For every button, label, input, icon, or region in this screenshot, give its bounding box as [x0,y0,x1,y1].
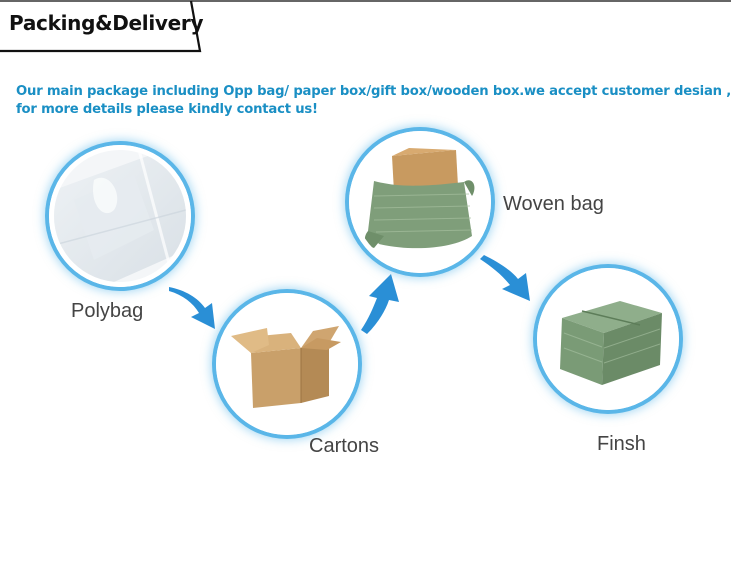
woven-bag-label: Woven bag [503,193,604,215]
finish-label: Finsh [597,433,646,455]
carton-box-photo-icon [221,298,353,430]
woven-bag-photo-icon [354,136,486,268]
arrow-down-right-icon [169,287,215,329]
intro-line-2: for more details please kindly contact u… [16,102,318,117]
cartons-label: Cartons [309,435,380,457]
finished-package-photo-icon [542,273,674,405]
header-tab [0,0,731,53]
finished-package-image [537,268,679,410]
arrow-up-right-icon [361,274,399,334]
woven-bag-image [349,131,491,273]
polybag-image [49,145,191,287]
section-title: Packing&Delivery [9,11,204,35]
polybag-label: Polybag [71,300,144,322]
cartons-image [216,293,358,435]
arrow-down-right-icon [480,255,530,301]
intro-line-1: Our main package including Opp bag/ pape… [16,84,731,99]
intro-text: Our main package including Opp bag/ pape… [16,83,731,119]
polybag-photo-icon [54,150,186,282]
